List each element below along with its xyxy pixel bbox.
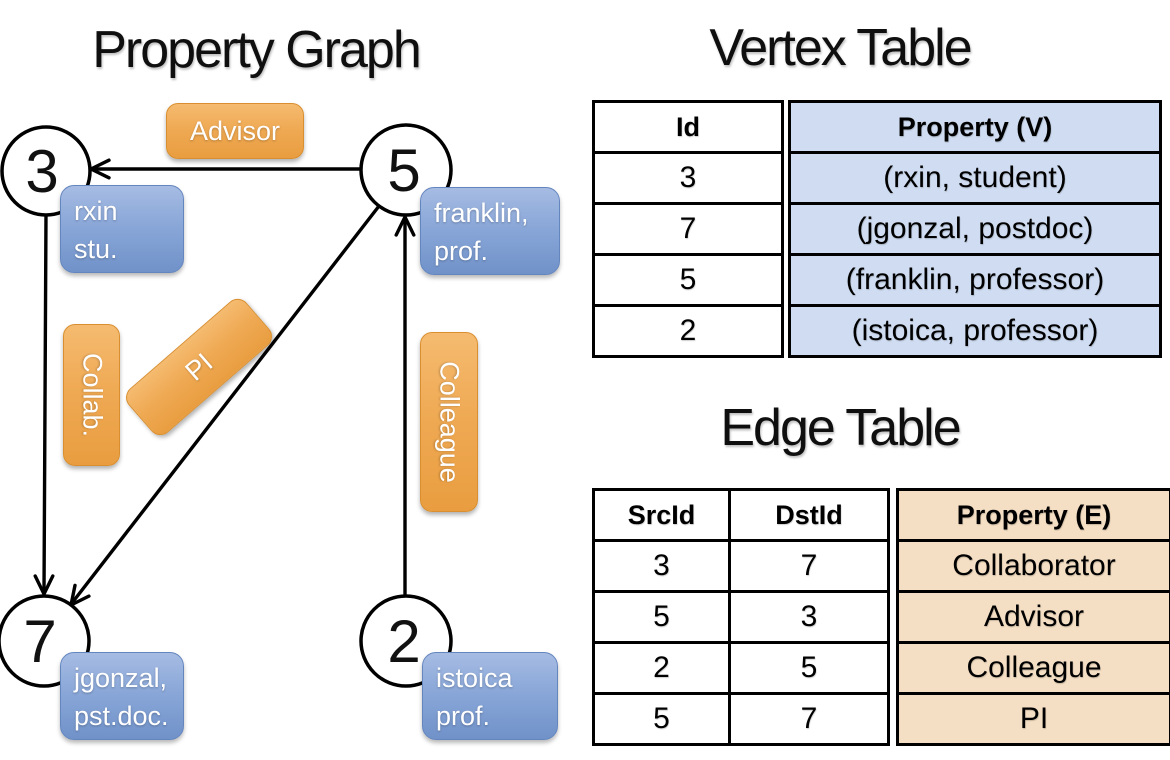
edge-row-dst: 3 xyxy=(728,590,890,644)
vertex-property-box-7: jgonzal, pst.doc. xyxy=(60,652,184,740)
edge-label-text: Advisor xyxy=(189,115,281,146)
vertex-property-line: rxin xyxy=(74,196,118,226)
edge-property-header: Property (E) xyxy=(896,488,1170,542)
vertex-row-property: (jgonzal, postdoc) xyxy=(788,202,1162,256)
edge-row-dst: 7 xyxy=(728,539,890,593)
edge-row-property: Collaborator xyxy=(896,539,1170,593)
vertex-table-id-column: Id 3 7 5 2 xyxy=(592,100,784,358)
edge-3-to-7 xyxy=(42,212,48,594)
edge-row-src: 2 xyxy=(592,641,731,695)
vertex-property-line: istoica xyxy=(436,663,513,693)
vertex-row-property: (franklin, professor) xyxy=(788,253,1162,307)
vertex-id-header: Id xyxy=(592,100,784,154)
edge-label-advisor: Advisor xyxy=(166,103,304,159)
edge-row-property: Advisor xyxy=(896,590,1170,644)
edge-row-dst: 7 xyxy=(728,692,890,746)
vertex-property-box-2: istoica prof. xyxy=(422,652,558,740)
edge-table-title: Edge Table xyxy=(720,399,961,457)
vertex-node-3-id: 3 xyxy=(25,138,58,205)
edge-table-property-column: Property (E) Collaborator Advisor Collea… xyxy=(896,488,1170,746)
edge-row-property: Colleague xyxy=(896,641,1170,695)
edge-row-src: 3 xyxy=(592,539,731,593)
vertex-row-id: 5 xyxy=(592,253,784,307)
vertex-property-box-5: franklin, prof. xyxy=(420,187,560,275)
edge-row-dst: 5 xyxy=(728,641,890,695)
vertex-property-line: pst.doc. xyxy=(74,701,169,731)
vertex-table: Id 3 7 5 2 Property (V) (rxin, student) … xyxy=(592,100,1162,358)
edge-row-property: PI xyxy=(896,692,1170,746)
vertex-property-line: franklin, xyxy=(434,198,529,228)
vertex-property-box-3: rxin stu. xyxy=(60,185,184,273)
vertex-property-line: prof. xyxy=(436,701,491,731)
edge-dstid-header: DstId xyxy=(728,488,890,542)
vertex-row-id: 2 xyxy=(592,304,784,358)
edge-label-text: Collab. xyxy=(77,352,107,438)
vertex-property-header: Property (V) xyxy=(788,100,1162,154)
vertex-property-line: jgonzal, xyxy=(74,663,168,693)
edge-table: SrcId DstId 3 7 5 3 2 5 5 7 Property (E) xyxy=(592,488,1170,746)
arrowhead-3-to-7 xyxy=(33,574,55,596)
edge-row-src: 5 xyxy=(592,590,731,644)
vertex-row-property: (rxin, student) xyxy=(788,151,1162,205)
vertex-table-title: Vertex Table xyxy=(709,19,972,77)
edge-label-collab: Collab. xyxy=(63,324,120,466)
edge-srcid-header: SrcId xyxy=(592,488,731,542)
edge-row-src: 5 xyxy=(592,692,731,746)
vertex-row-id: 3 xyxy=(592,151,784,205)
vertex-table-property-column: Property (V) (rxin, student) (jgonzal, p… xyxy=(788,100,1162,358)
vertex-row-id: 7 xyxy=(592,202,784,256)
edge-table-id-columns: SrcId DstId 3 7 5 3 2 5 5 7 xyxy=(592,488,890,746)
edge-label-colleague: Colleague xyxy=(420,332,478,512)
vertex-node-2-id: 2 xyxy=(387,608,420,675)
edge-label-text: Colleague xyxy=(434,361,465,483)
vertex-row-property: (istoica, professor) xyxy=(788,304,1162,358)
vertex-property-line: stu. xyxy=(74,234,118,264)
vertex-property-line: prof. xyxy=(434,236,489,266)
vertex-node-5-id: 5 xyxy=(387,137,420,204)
property-graph-title: Property Graph xyxy=(92,21,422,79)
vertex-node-7-id: 7 xyxy=(23,608,56,675)
edge-5-to-7 xyxy=(70,204,381,605)
edge-label-text: PI xyxy=(179,346,219,387)
arrowhead-2-to-5 xyxy=(394,215,416,237)
